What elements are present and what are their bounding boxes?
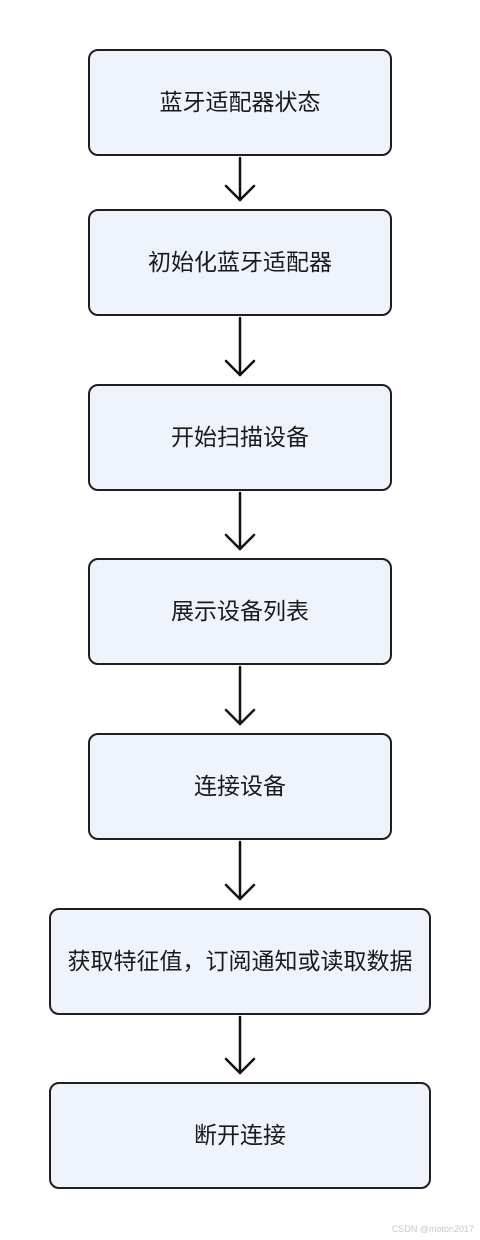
flow-step-bluetooth-adapter-state: 蓝牙适配器状态: [88, 49, 392, 156]
arrow-down-icon: [224, 1015, 256, 1075]
flow-step-label: 获取特征值，订阅通知或读取数据: [67, 948, 413, 975]
flow-step-get-characteristics: 获取特征值，订阅通知或读取数据: [49, 908, 431, 1015]
flow-step-disconnect: 断开连接: [49, 1082, 431, 1189]
flow-step-start-scan: 开始扫描设备: [88, 384, 392, 491]
flow-step-init-bluetooth-adapter: 初始化蓝牙适配器: [88, 209, 392, 316]
flow-step-label: 断开连接: [194, 1122, 286, 1149]
flow-step-label: 开始扫描设备: [171, 424, 309, 451]
flow-step-show-device-list: 展示设备列表: [88, 558, 392, 665]
arrow-down-icon: [224, 491, 256, 551]
watermark: CSDN @moton2017: [391, 1224, 474, 1234]
flow-step-label: 连接设备: [194, 773, 286, 800]
arrow-down-icon: [224, 840, 256, 901]
flow-step-label: 蓝牙适配器状态: [159, 89, 321, 116]
arrow-down-icon: [224, 156, 256, 202]
arrow-down-icon: [224, 665, 256, 726]
arrow-down-icon: [224, 316, 256, 377]
flow-step-connect-device: 连接设备: [88, 733, 392, 840]
flow-step-label: 初始化蓝牙适配器: [148, 249, 332, 276]
flow-step-label: 展示设备列表: [171, 598, 309, 625]
